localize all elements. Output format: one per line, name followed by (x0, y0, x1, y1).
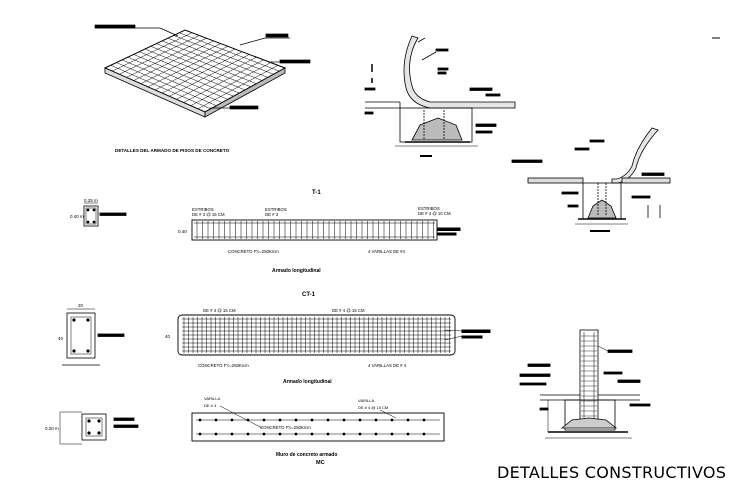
ct1-stirrups (183, 317, 450, 353)
ct1-caption: Armado longitudinal (283, 379, 332, 385)
ct1-label-left: DE # 4 @ 15 CM (203, 308, 236, 313)
ct1-cross-section (62, 308, 125, 366)
ct1-left-dim: 40 (165, 334, 171, 339)
t1-estribos-right-1: ESTRIBOS (418, 206, 440, 211)
footing-detail-3 (519, 329, 651, 439)
ct1-section-dim-top: 20 (78, 303, 84, 308)
slab-caption: DETALLES DEL ARMADO DE PISOS DE CONCRETO (115, 148, 230, 153)
t1-section-dim-top: 0.25 m (84, 198, 98, 203)
slab-rebar-grid (110, 32, 280, 110)
slab-isometric-detail (94, 24, 311, 118)
mc-varilla-right-1: VARILLA (358, 398, 374, 403)
mc-section-dim: 0.20 m (45, 426, 59, 431)
ct1-label-right: DE # 4 @ 15 CM (332, 308, 365, 313)
ct1-section-dim-side: 40 (58, 336, 64, 341)
mc-varilla-right-2: DE # 4 @ 15 CM (358, 405, 388, 410)
sheet-title: DETALLES CONSTRUCTIVOS (497, 463, 726, 482)
t1-left-dim: 0.40 (178, 229, 187, 234)
t1-estribos-mid-1: ESTRIBOS (265, 207, 287, 212)
t1-stirrups (196, 221, 434, 239)
mc-longitudinal-wall (191, 405, 445, 442)
t1-longitudinal-beam (191, 219, 461, 241)
mc-concrete-label: CONCRETO F'c=250K/cm (260, 425, 311, 430)
footing-detail-2 (511, 127, 671, 232)
t1-caption: Armado longitudinal (272, 268, 321, 274)
t1-title: T-1 (312, 190, 321, 196)
t1-estribos-left-1: ESTRIBOS (192, 207, 214, 212)
slab-leaders (94, 24, 311, 110)
slab-edge-right (204, 67, 286, 118)
curved-wall-2 (611, 127, 659, 184)
mc-varilla-left-1: VARILLA (204, 396, 220, 401)
t1-cross-section (83, 202, 127, 227)
t1-estribos-mid-2: DE # 3 (265, 212, 279, 217)
footing-detail-1 (364, 35, 516, 157)
mc-rebar-dots (198, 418, 426, 436)
t1-estribos-left-2: DE # 3 @ 15 CM (192, 212, 225, 217)
t1-concrete-label: CONCRETO F'c=250K/cm (228, 249, 279, 254)
mc-varilla-left-2: DE # 4 (204, 403, 217, 408)
slab-strip-2 (527, 177, 584, 184)
ct1-longitudinal-beam (177, 314, 491, 356)
ct1-concrete-label: CONCRETO F'c=250K/cm (198, 363, 249, 368)
curved-wall (403, 35, 516, 109)
footing-base (411, 117, 463, 141)
ct1-varillas-label: 4 VARILLAS DE # 4 (368, 363, 407, 368)
mc-code: MC (316, 460, 325, 466)
mc-cross-section (59, 411, 139, 445)
ct1-title: CT-1 (302, 292, 316, 298)
ct1-longitudinal-bars (182, 318, 451, 352)
t1-section-dim-side: 0.40 m (70, 214, 84, 219)
t1-varillas-label: 4 VARILLAS DE #4 (368, 249, 406, 254)
slab-outline (103, 29, 287, 113)
mc-caption: Muro de concreto armado (276, 452, 337, 458)
t1-estribos-right-2: DE # 3 @ 10 CM (418, 211, 451, 216)
